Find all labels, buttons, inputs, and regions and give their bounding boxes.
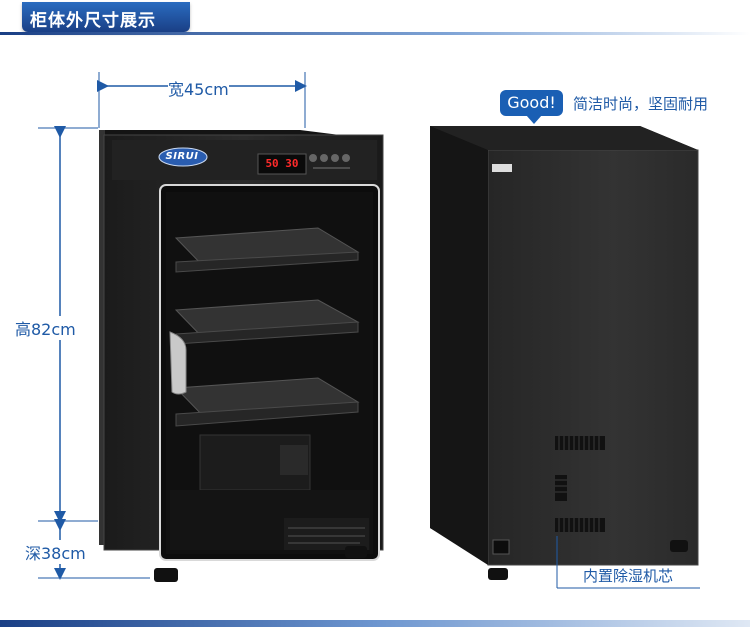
height-label: 高82cm	[15, 316, 76, 340]
shelf-1	[174, 227, 360, 273]
back-foot-left	[488, 568, 508, 580]
front-cabinet	[99, 130, 384, 582]
vent-middle	[555, 475, 567, 501]
header-tab	[22, 2, 190, 32]
humidity-display: 50 30	[265, 157, 299, 170]
foot-left	[154, 568, 178, 582]
foot-right	[345, 546, 367, 558]
control-button-2	[320, 154, 328, 162]
warranty-label	[284, 518, 369, 550]
door-handle	[169, 331, 187, 395]
control-button-3	[331, 154, 339, 162]
shelf-3	[174, 377, 360, 427]
footer-rule	[0, 620, 750, 627]
control-button-1	[309, 154, 317, 162]
vent-top	[555, 436, 605, 450]
header-rule	[0, 32, 750, 35]
width-label: 宽45cm	[168, 76, 229, 100]
page-title: 柜体外尺寸展示	[30, 11, 156, 31]
back-foot-right	[670, 540, 688, 552]
core-callout-label: 内置除湿机芯	[583, 567, 674, 585]
vent-bottom	[555, 518, 605, 532]
control-button-4	[342, 154, 350, 162]
power-socket	[492, 539, 510, 555]
depth-label: 深38cm	[25, 540, 86, 564]
back-cabinet	[430, 126, 700, 589]
brand-name: SIRUI	[165, 151, 199, 162]
section-header: 柜体外尺寸展示	[0, 0, 750, 36]
brand-logo	[158, 147, 208, 167]
slogan-text: 简洁时尚，坚固耐用	[573, 95, 709, 113]
serial-label	[492, 164, 512, 172]
good-badge: Good!	[500, 90, 563, 124]
